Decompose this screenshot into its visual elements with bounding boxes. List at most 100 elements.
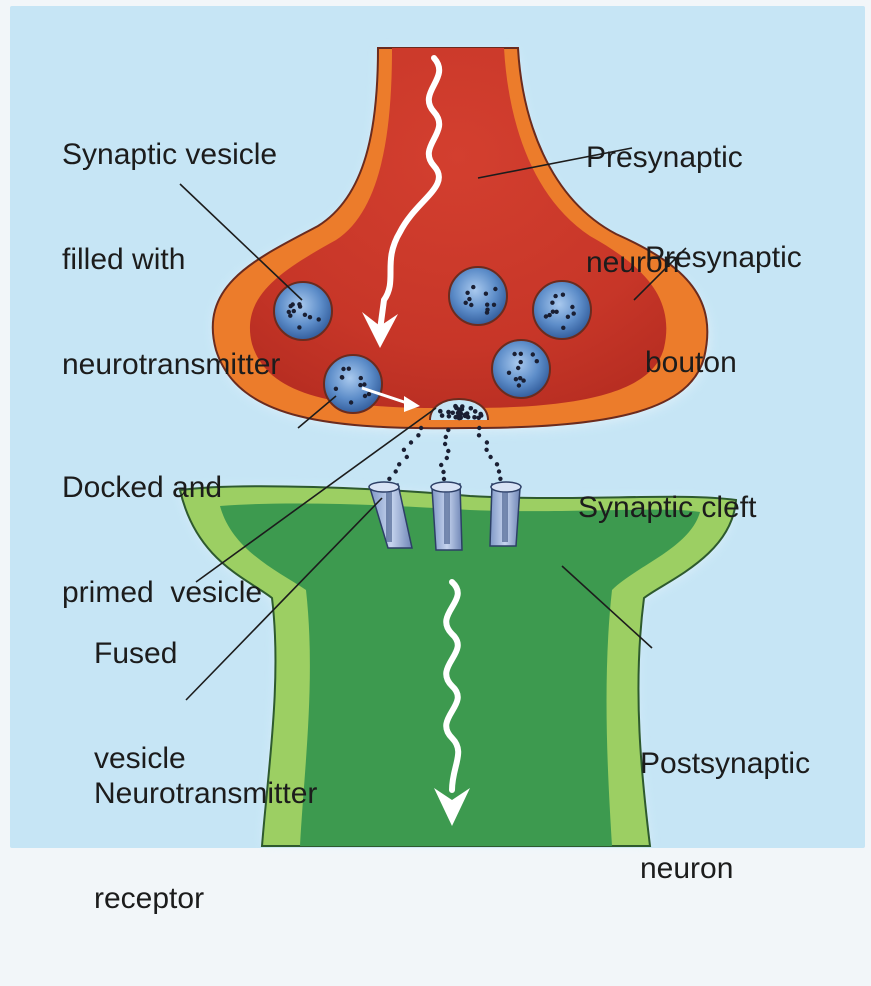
neurotransmitter-dot	[553, 294, 557, 298]
neurotransmitter-dot	[498, 477, 502, 481]
neurotransmitter-dot	[561, 326, 565, 330]
neurotransmitter-dot	[561, 293, 565, 297]
neurotransmitter-dot	[288, 314, 292, 318]
label-line: neurotransmitter	[62, 347, 280, 382]
label-line: Synaptic vesicle	[62, 137, 280, 172]
neurotransmitter-dot	[472, 415, 477, 420]
neurotransmitter-dot	[289, 304, 293, 308]
neurotransmitter-dot	[397, 462, 401, 466]
label-line: Docked and	[62, 470, 262, 505]
neurotransmitter-dot	[340, 375, 344, 379]
neurotransmitter-receptor	[431, 482, 462, 550]
neurotransmitter-dot	[297, 325, 301, 329]
label-synaptic-vesicle: Synaptic vesicle filled with neurotransm…	[62, 67, 280, 452]
neurotransmitter-dot	[419, 426, 423, 430]
neurotransmitter-dot	[497, 469, 501, 473]
label-line: Synaptic cleft	[578, 490, 756, 525]
neurotransmitter-dot	[438, 409, 443, 414]
synaptic-vesicle	[533, 281, 591, 339]
neurotransmitter-dot	[512, 352, 516, 356]
synaptic-vesicle	[449, 267, 507, 325]
neurotransmitter-dot	[347, 367, 351, 371]
neurotransmitter-dot	[442, 477, 446, 481]
neurotransmitter-dot	[550, 301, 554, 305]
neurotransmitter-dot	[469, 406, 474, 411]
label-line: receptor	[94, 881, 317, 916]
neurotransmitter-dot	[465, 291, 469, 295]
synaptic-vesicle	[274, 282, 332, 340]
neurotransmitter-dot	[521, 378, 525, 382]
neurotransmitter-dot	[387, 477, 391, 481]
neurotransmitter-dot	[367, 392, 371, 396]
label-line: Fused	[94, 636, 186, 671]
neurotransmitter-dot	[405, 455, 409, 459]
neurotransmitter-dot	[531, 352, 535, 356]
neurotransmitter-dot	[341, 367, 345, 371]
neurotransmitter-dot	[485, 308, 489, 312]
diagram-canvas: Synaptic vesicle filled with neurotransm…	[0, 0, 871, 854]
neurotransmitter-dot	[514, 377, 518, 381]
label-line: Postsynaptic	[640, 746, 810, 781]
label-line: bouton	[645, 345, 802, 380]
neurotransmitter-dot	[297, 302, 301, 306]
neurotransmitter-dot	[519, 360, 523, 364]
label-line: Presynaptic	[645, 240, 802, 275]
neurotransmitter-dot	[446, 410, 451, 415]
neurotransmitter-dot	[535, 359, 539, 363]
neurotransmitter-dot	[492, 303, 496, 307]
neurotransmitter-dot	[517, 383, 521, 387]
neurotransmitter-dot	[485, 303, 489, 307]
neurotransmitter-dot	[444, 435, 448, 439]
neurotransmitter-receptor	[490, 482, 521, 546]
label-line: neuron	[640, 851, 810, 886]
receptor-group	[369, 482, 521, 550]
neurotransmitter-dot	[439, 463, 443, 467]
neurotransmitter-dot	[409, 440, 413, 444]
synaptic-vesicle	[492, 340, 550, 398]
neurotransmitter-dot	[440, 413, 445, 418]
neurotransmitter-dot	[495, 462, 499, 466]
neurotransmitter-dot	[469, 303, 473, 307]
neurotransmitter-dot	[453, 404, 458, 409]
neurotransmitter-dot	[554, 310, 558, 314]
neurotransmitter-dot	[457, 407, 462, 412]
neurotransmitter-dot	[308, 315, 312, 319]
label-line: Neurotransmitter	[94, 776, 317, 811]
neurotransmitter-dot	[358, 383, 362, 387]
neurotransmitter-dot	[519, 352, 523, 356]
neurotransmitter-dot	[447, 414, 452, 419]
neurotransmitter-dot	[493, 287, 497, 291]
neurotransmitter-dot	[464, 301, 468, 305]
neurotransmitter-dot	[416, 433, 420, 437]
neurotransmitter-dot	[572, 311, 576, 315]
label-neurotransmitter-receptor: Neurotransmitter receptor	[94, 706, 317, 986]
neurotransmitter-dot	[446, 449, 450, 453]
neurotransmitter-dot	[478, 412, 483, 417]
neurotransmitter-dot	[484, 292, 488, 296]
neurotransmitter-dot	[467, 297, 471, 301]
neurotransmitter-dot	[566, 315, 570, 319]
neurotransmitter-dot	[485, 440, 489, 444]
neurotransmitter-dot	[394, 469, 398, 473]
neurotransmitter-dot	[570, 305, 574, 309]
neurotransmitter-dot	[303, 313, 307, 317]
neurotransmitter-dot	[450, 411, 455, 416]
neurotransmitter-dot	[317, 317, 321, 321]
neurotransmitter-dot	[446, 428, 450, 432]
neurotransmitter-dot	[362, 382, 366, 386]
neurotransmitter-dot	[507, 371, 511, 375]
label-line: filled with	[62, 242, 280, 277]
neurotransmitter-dot	[473, 409, 478, 414]
label-postsynaptic-neuron: Postsynaptic neuron	[640, 676, 810, 956]
neurotransmitter-dot	[445, 456, 449, 460]
neurotransmitter-dot	[441, 470, 445, 474]
neurotransmitter-dot	[287, 310, 291, 314]
neurotransmitter-dot	[402, 448, 406, 452]
label-synaptic-cleft: Synaptic cleft	[578, 420, 756, 595]
neurotransmitter-dot	[363, 394, 367, 398]
label-presynaptic-bouton: Presynaptic bouton	[645, 170, 802, 450]
neurotransmitter-dot	[477, 426, 481, 430]
neurotransmitter-dot	[516, 366, 520, 370]
neurotransmitter-dot	[488, 455, 492, 459]
neurotransmitter-dot	[477, 433, 481, 437]
